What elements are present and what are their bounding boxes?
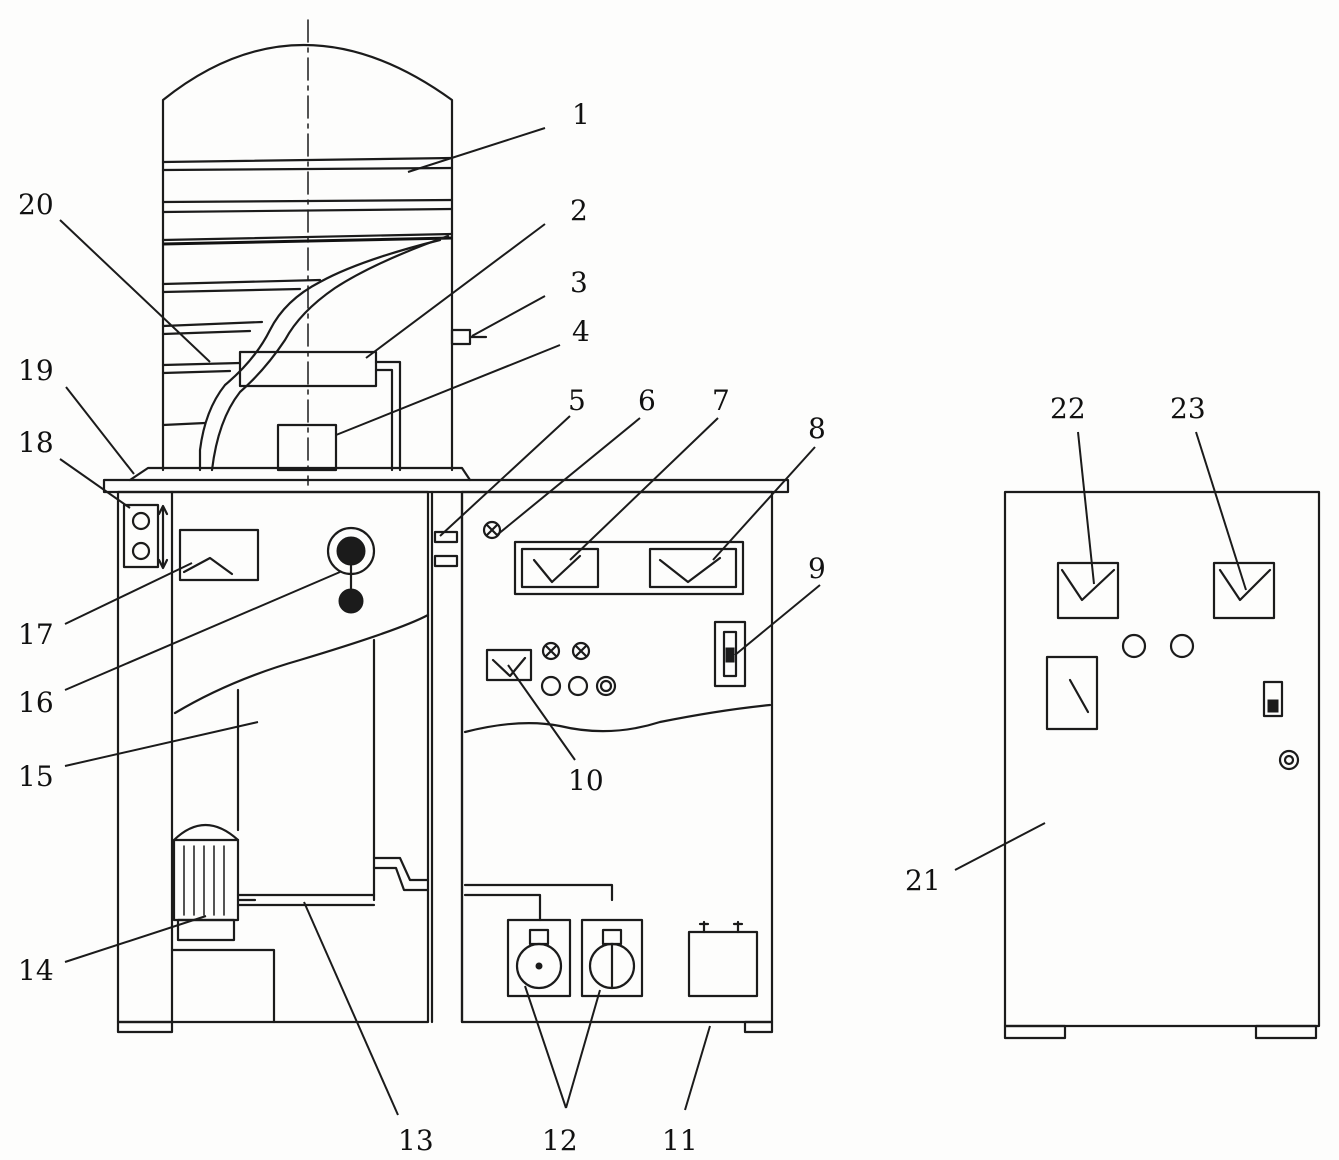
base-plate	[102, 466, 790, 494]
callout-18: 18	[18, 426, 54, 459]
cabinet-meter-right	[1212, 561, 1276, 620]
motor	[172, 824, 257, 942]
leader-lines	[59, 127, 1247, 1116]
callout-10: 10	[568, 764, 604, 797]
evaporation-source	[238, 350, 402, 472]
callout-22: 22	[1050, 392, 1086, 425]
power-cabinet	[1003, 490, 1321, 1040]
callout-23: 23	[1170, 392, 1206, 425]
callout-15: 15	[18, 760, 54, 793]
small-meter	[485, 648, 533, 682]
power-switch	[713, 620, 747, 688]
control-knobs	[540, 675, 617, 697]
indicator-lamp	[482, 520, 502, 540]
vacuum-gauge	[178, 528, 260, 582]
cabinet-meter-lower	[1045, 655, 1099, 731]
callout-9: 9	[808, 552, 826, 585]
updown-switch	[122, 503, 169, 570]
callout-6: 6	[638, 384, 656, 417]
callout-labels: 1 2 3 4 5 6 7 8 9 10 11 12 13 14 15 16 1…	[18, 98, 1206, 1157]
main-unit	[102, 19, 790, 1034]
voltmeter	[648, 547, 738, 589]
callout-3: 3	[570, 266, 588, 299]
valve-knob	[326, 526, 376, 614]
callout-2: 2	[570, 194, 588, 227]
rotary-pumps	[506, 918, 644, 998]
callout-19: 19	[18, 354, 54, 387]
callout-13: 13	[398, 1124, 434, 1157]
cabinet-button-1	[1121, 633, 1147, 659]
diffusion-pump	[236, 638, 430, 907]
indicator-lamps	[541, 641, 591, 661]
center-column	[430, 490, 464, 1024]
side-port	[450, 328, 488, 346]
callout-4: 4	[572, 315, 590, 348]
substrate-holder	[276, 423, 338, 472]
callout-12: 12	[542, 1124, 578, 1157]
callout-17: 17	[18, 618, 54, 651]
lower-compartment	[170, 948, 276, 1024]
callout-20: 20	[18, 188, 54, 221]
callout-21: 21	[905, 864, 941, 897]
callout-8: 8	[808, 412, 826, 445]
callout-11: 11	[662, 1124, 698, 1157]
callout-7: 7	[712, 384, 730, 417]
ammeter	[520, 547, 600, 589]
control-panel	[460, 490, 774, 1034]
callout-16: 16	[18, 686, 54, 719]
callout-1: 1	[572, 98, 590, 131]
cabinet-meter-left	[1056, 561, 1120, 620]
cabinet-button-2	[1169, 633, 1195, 659]
cabinet-knob	[1278, 749, 1300, 771]
transformer	[687, 920, 759, 998]
vacuum-chamber-bell	[161, 44, 454, 472]
callout-5: 5	[568, 384, 586, 417]
callout-14: 14	[18, 954, 54, 987]
cabinet-switch	[1262, 680, 1284, 718]
